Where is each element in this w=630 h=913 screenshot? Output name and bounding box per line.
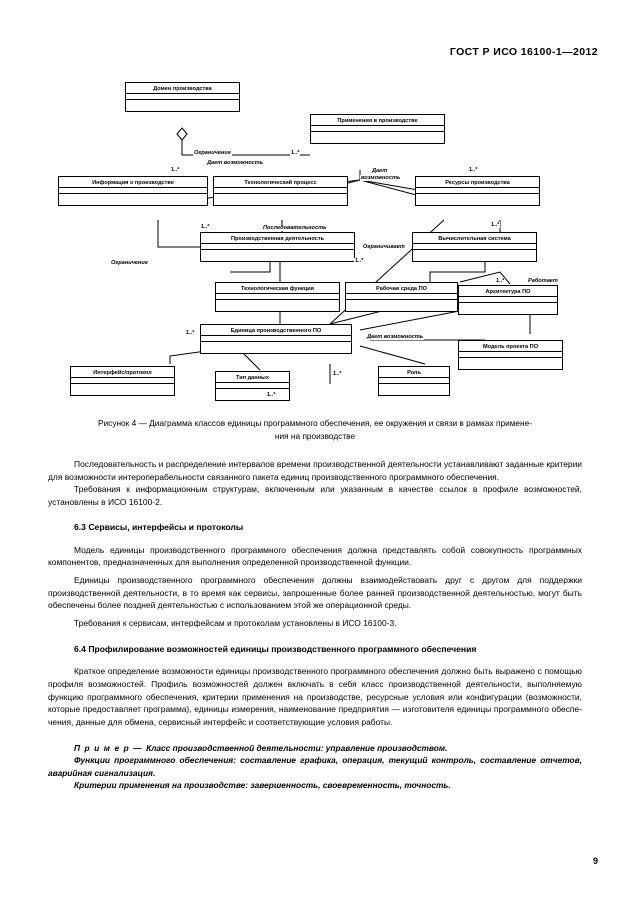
class-compartment	[459, 358, 562, 364]
class-box-domain: Домен производства	[125, 82, 240, 112]
class-compartment	[413, 250, 536, 256]
class-box-datatype: Тип данных	[215, 371, 290, 401]
multiplicity-label: 1..*	[332, 371, 343, 377]
class-compartment	[346, 294, 457, 300]
class-title: Архитектура ПО	[459, 286, 557, 297]
class-box-role: Роль	[378, 366, 450, 396]
figure-caption: Рисунок 4 — Диаграмма классов единицы пр…	[48, 417, 582, 442]
class-box-application: Применения в производстве	[310, 114, 445, 144]
multiplicity-label: 1..*	[170, 167, 181, 173]
class-box-resources: Ресурсы производства	[415, 176, 540, 206]
section-heading-6-4: 6.4 Профилирование возможностей единицы …	[74, 643, 477, 654]
class-compartment	[311, 126, 444, 132]
class-compartment	[346, 300, 457, 306]
edge-label-ogranichenie-1: Ограничение	[193, 150, 232, 156]
class-box-process: Технологический процесс	[213, 176, 348, 206]
class-title: Информация о производстве	[59, 177, 207, 188]
class-compartment	[201, 244, 354, 250]
class-compartment	[459, 352, 562, 358]
standard-header: ГОСТ Р ИСО 16100-1—2012	[449, 46, 598, 58]
class-compartment	[413, 244, 536, 250]
class-compartment	[126, 94, 239, 100]
class-box-swenv: Рабочая среда ПО	[345, 282, 458, 312]
class-compartment	[459, 303, 557, 309]
class-compartment	[71, 378, 174, 384]
multiplicity-label: 1..*	[200, 224, 211, 230]
multiplicity-label: 1..*	[185, 330, 196, 336]
class-compartment	[71, 384, 174, 390]
edge-label-daet-vozmozhnost-3: Дает возможность	[366, 334, 425, 340]
class-title: Единица производственного ПО	[201, 325, 351, 336]
multiplicity-label: 1..*	[290, 150, 301, 156]
class-title: Роль	[379, 367, 449, 378]
paragraph-services-requirements: Требования к сервисам, интерфейсам и про…	[74, 618, 397, 629]
class-compartment	[126, 100, 239, 106]
class-box-function: Технологическая функция	[215, 282, 340, 312]
class-box-interface: Интерфейс/протокол	[70, 366, 175, 396]
class-box-info: Информация о производстве	[58, 176, 208, 206]
class-compartment	[201, 336, 351, 342]
multiplicity-label: 1..*	[495, 278, 506, 284]
example-text-1: Класс производственной деятельности: упр…	[146, 743, 448, 754]
multiplicity-label: 1..*	[354, 258, 365, 264]
class-compartment	[201, 342, 351, 348]
class-title: Применения в производстве	[311, 115, 444, 126]
class-box-architecture: Архитектура ПО	[458, 285, 558, 315]
paragraph-sw-unit-model: Модель единицы производственного програм…	[48, 544, 582, 568]
edge-label-ogranichenie-2: Ограничение	[110, 260, 149, 266]
example-line-2: Функции программного обеспечения: состав…	[48, 755, 582, 778]
edge-label-daet-vozmozhnost-1: Дает возможность	[206, 160, 265, 166]
edge-label-posledovatelnost: Последовательность	[262, 225, 328, 231]
paragraph-sw-unit-interaction: Единицы производственного программного о…	[48, 575, 582, 611]
multiplicity-label: 1..*	[266, 392, 277, 398]
class-compartment	[416, 188, 539, 194]
class-compartment	[216, 294, 339, 300]
edge-label-daet-line1: Дает	[371, 168, 389, 174]
class-compartment	[459, 297, 557, 303]
edge-label-ogranichivaet: Ограничивает	[362, 244, 406, 250]
class-box-computing: Вычислительная система	[412, 232, 537, 262]
class-compartment	[59, 194, 207, 200]
class-box-activity: Производственная деятельность	[200, 232, 355, 262]
class-compartment	[214, 188, 347, 194]
class-title: Производственная деятельность	[201, 233, 354, 244]
body-text-column: Последовательность и распределение интер…	[48, 458, 582, 791]
class-title: Домен производства	[126, 83, 239, 94]
figure-caption-line-2: ния на производстве	[274, 430, 356, 441]
multiplicity-label: 1..*	[490, 222, 501, 228]
class-title: Технологическая функция	[216, 283, 339, 294]
edge-label-rabotaet: Работает	[527, 278, 559, 284]
class-compartment	[416, 194, 539, 200]
class-compartment	[379, 384, 449, 390]
class-compartment	[59, 188, 207, 194]
class-title: Ресурсы производства	[416, 177, 539, 188]
class-compartment	[214, 194, 347, 200]
uml-class-diagram: Домен производства Применения в производ…	[30, 72, 600, 404]
multiplicity-label: 1..*	[468, 167, 479, 173]
edge-label-daet-line2: возможность	[360, 175, 402, 181]
example-label: П р и м е р —	[74, 743, 147, 754]
class-title: Вычислительная система	[413, 233, 536, 244]
class-compartment	[379, 378, 449, 384]
class-title: Модель проекта ПО	[459, 341, 562, 352]
figure-caption-line-1: Рисунок 4 — Диаграмма классов единицы пр…	[98, 418, 532, 428]
example-line-1: П р и м е р — Класс производственной дея…	[48, 742, 582, 754]
paragraph-sequence-intervals: Последовательность и распределение интер…	[48, 459, 582, 482]
example-line-3: Критерии применения на производстве: зав…	[74, 779, 451, 790]
class-compartment	[216, 383, 289, 389]
class-title: Интерфейс/протокол	[71, 367, 174, 378]
page-number: 9	[592, 856, 598, 866]
paragraph-info-structures: Требования к информационным структурам, …	[48, 484, 582, 507]
class-compartment	[201, 250, 354, 256]
class-compartment	[216, 389, 289, 395]
class-compartment	[311, 132, 444, 138]
class-box-swunit: Единица производственного ПО	[200, 324, 352, 354]
section-heading-6-3: 6.3 Сервисы, интерфейсы и протоколы	[74, 522, 244, 533]
class-compartment	[216, 300, 339, 306]
class-title: Рабочая среда ПО	[346, 283, 457, 294]
class-title: Тип данных	[216, 372, 289, 383]
class-title: Технологический процесс	[214, 177, 347, 188]
paragraph-capability-profile: Краткое определение возможности единицы …	[48, 666, 582, 727]
class-box-swmodel: Модель проекта ПО	[458, 340, 563, 370]
